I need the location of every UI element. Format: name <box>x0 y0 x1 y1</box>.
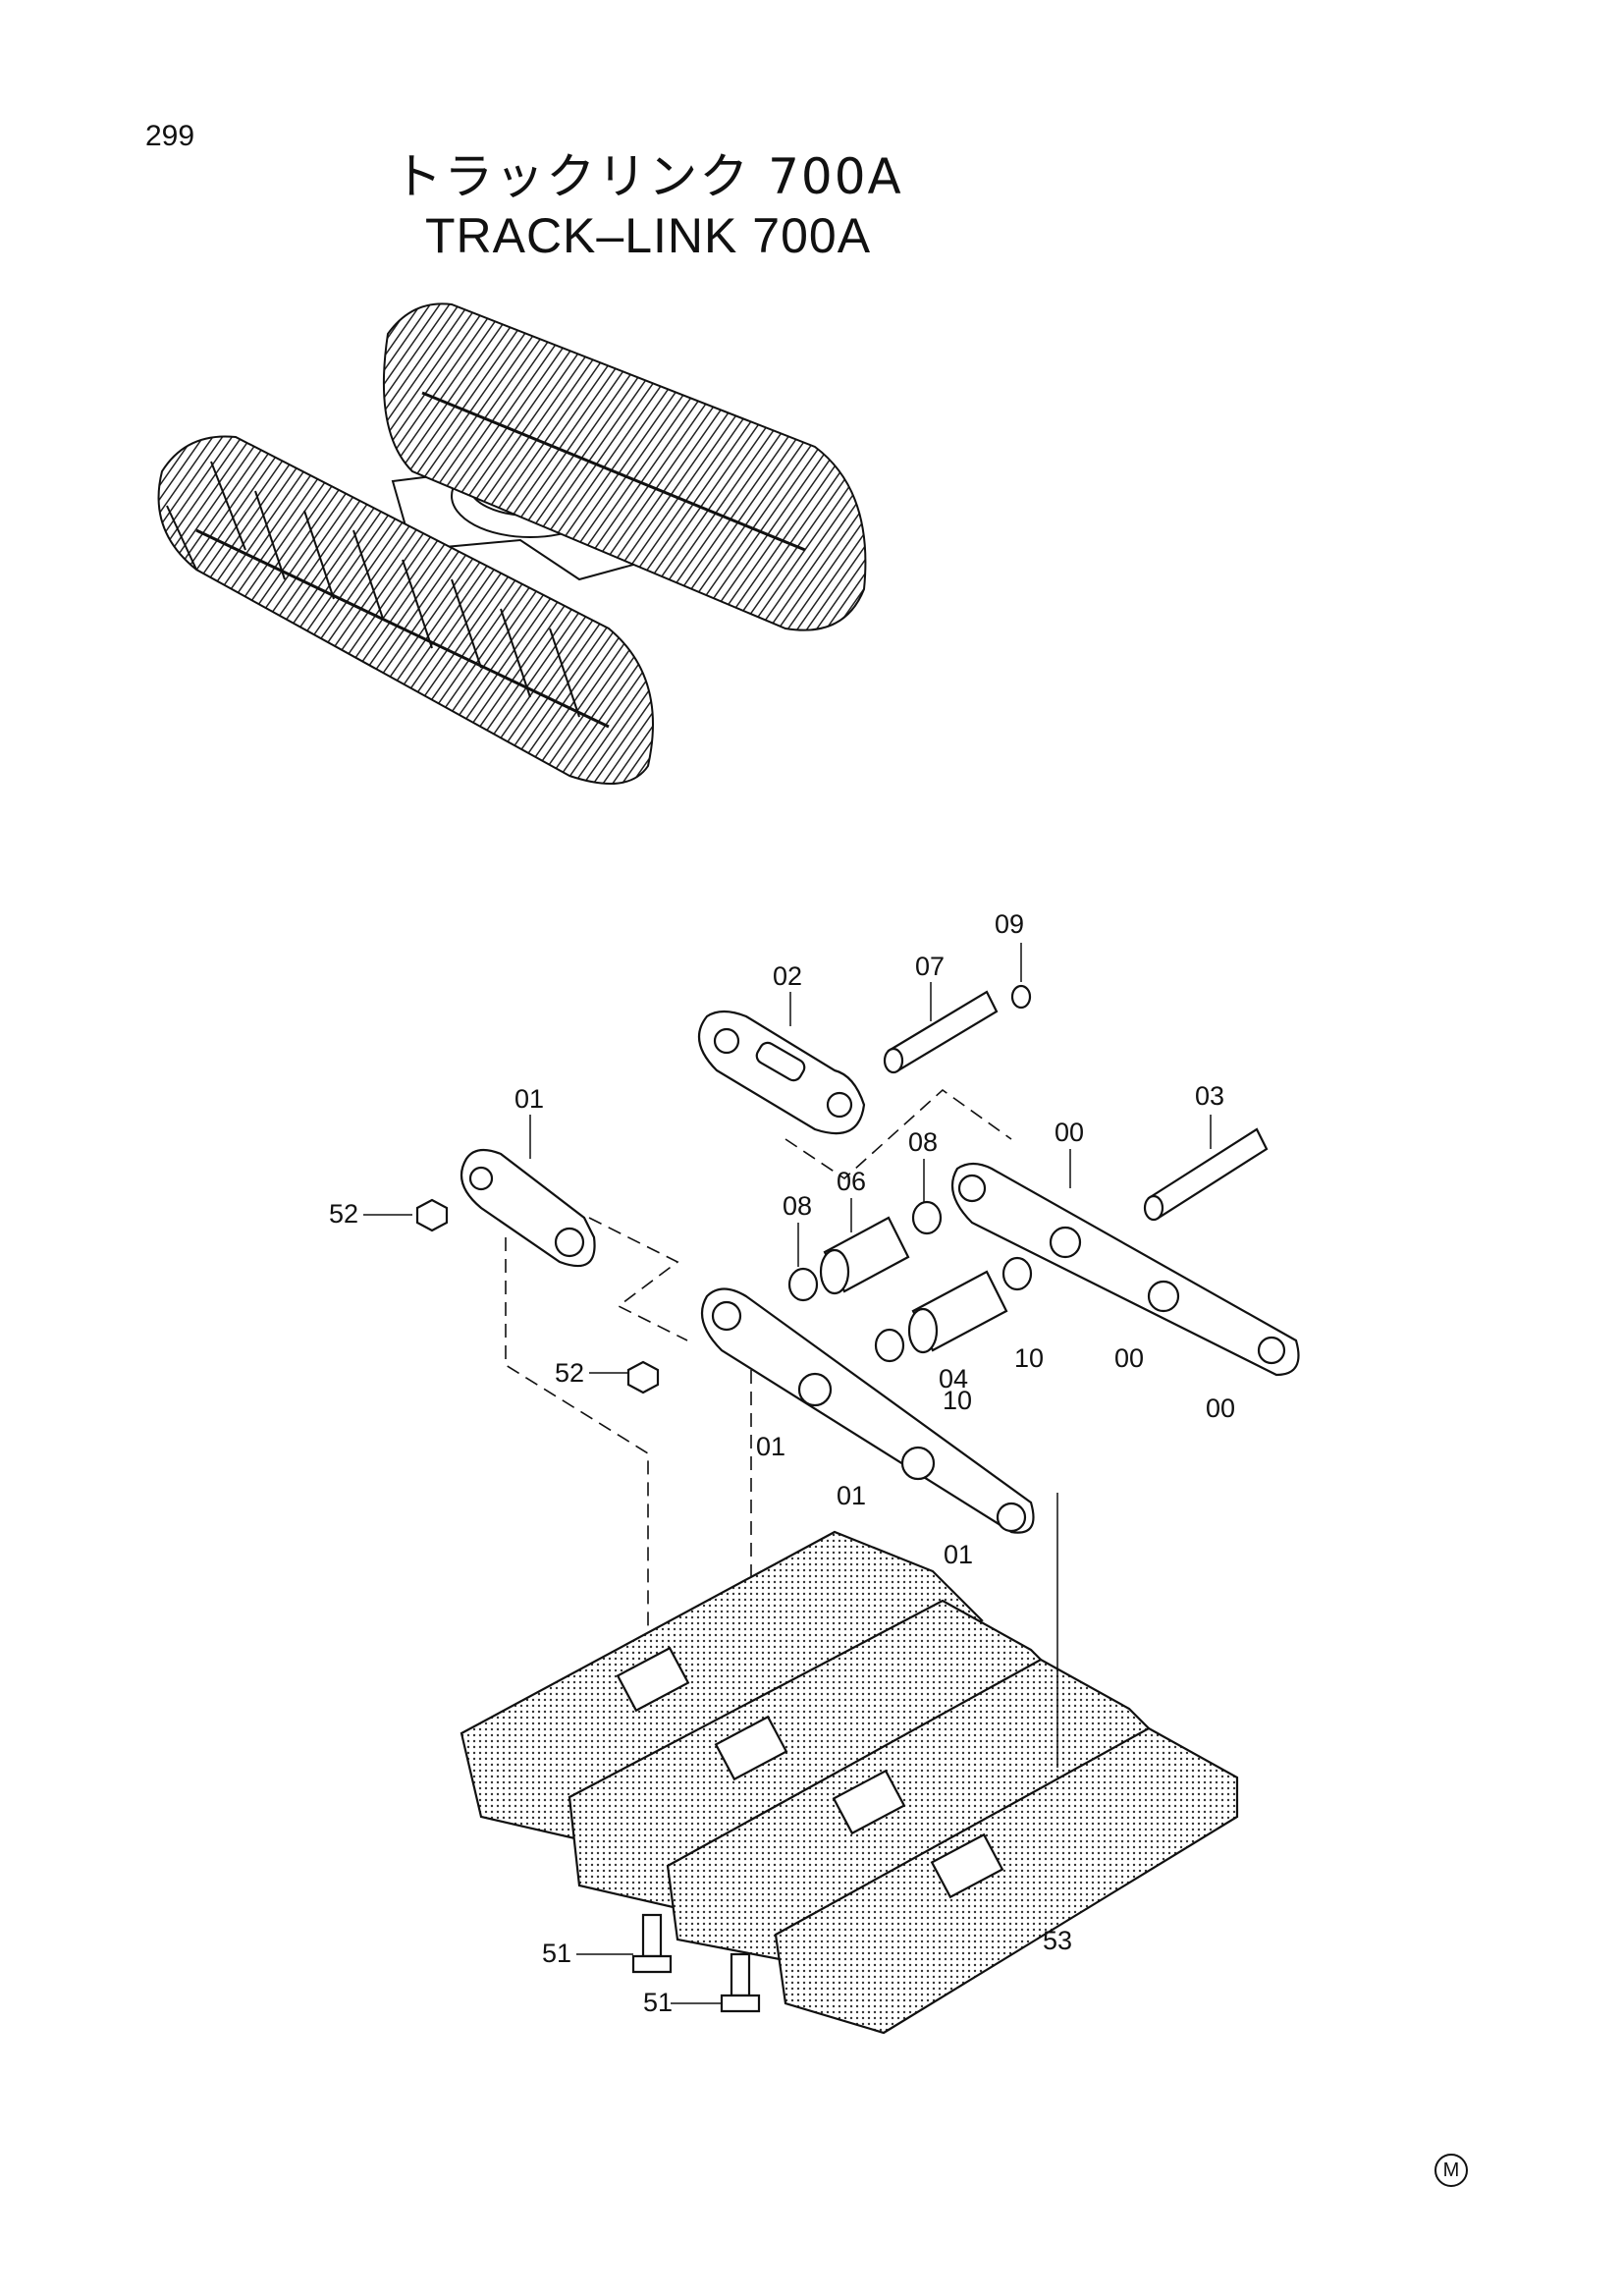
callout-52-upper: 52 <box>329 1199 358 1229</box>
callout-52-lower: 52 <box>555 1358 584 1388</box>
callout-01-a: 01 <box>756 1432 785 1461</box>
callout-10-left: 10 <box>943 1386 972 1415</box>
seal-10-left <box>874 1328 905 1363</box>
callout-04: 04 <box>939 1364 968 1394</box>
pin-07 <box>883 990 999 1074</box>
callout-10-right: 10 <box>1014 1343 1044 1373</box>
bushing-04 <box>907 1270 1008 1354</box>
snap-ring-09 <box>1010 984 1032 1010</box>
bushing-06 <box>819 1216 910 1295</box>
undercarriage-illustration <box>157 302 867 785</box>
callout-01-c: 01 <box>944 1540 973 1569</box>
callout-08-lower: 08 <box>783 1191 812 1221</box>
callout-00-top: 00 <box>1055 1118 1084 1147</box>
callout-01-top: 01 <box>514 1084 544 1114</box>
pin-03 <box>1143 1127 1269 1222</box>
link-chain-00 <box>950 1162 1300 1377</box>
callout-51-left: 51 <box>542 1939 571 1968</box>
title-block: トラックリンク 700A TRACK–LINK 700A <box>0 147 1296 265</box>
page-number: 299 <box>145 120 195 152</box>
m-mark: M <box>1434 2154 1468 2187</box>
callout-01-b: 01 <box>837 1481 866 1510</box>
callout-07: 07 <box>915 952 945 981</box>
title-english: TRACK–LINK 700A <box>424 208 872 263</box>
leader-lines <box>363 943 1212 2004</box>
link-02 <box>697 1010 866 1135</box>
bolt-51-left <box>631 1913 673 1974</box>
callout-06: 06 <box>837 1167 866 1196</box>
bolt-51-right <box>720 1952 761 2013</box>
link-01-upper <box>460 1148 596 1268</box>
track-shoes-53 <box>460 1530 1239 2035</box>
nut-52-upper <box>415 1198 449 1232</box>
link-chain-01 <box>700 1287 1035 1534</box>
callout-02: 02 <box>773 961 802 991</box>
callout-51-right: 51 <box>643 1988 673 2017</box>
callout-00-mid: 00 <box>1114 1343 1144 1373</box>
callout-labels: 09 07 02 03 01 00 08 06 08 52 52 04 10 1… <box>329 909 1235 2017</box>
seal-10-right <box>1001 1256 1033 1291</box>
seal-08-left <box>787 1267 819 1302</box>
track-link-exploded <box>415 984 1300 2035</box>
seal-08-right <box>911 1200 943 1235</box>
callout-53: 53 <box>1043 1926 1072 1955</box>
title-japanese: トラックリンク 700A <box>393 148 903 205</box>
callout-09: 09 <box>995 909 1024 939</box>
callout-03: 03 <box>1195 1081 1224 1111</box>
callout-00-right: 00 <box>1206 1394 1235 1423</box>
nut-52-lower <box>626 1360 660 1394</box>
callout-08-upper: 08 <box>908 1127 938 1157</box>
